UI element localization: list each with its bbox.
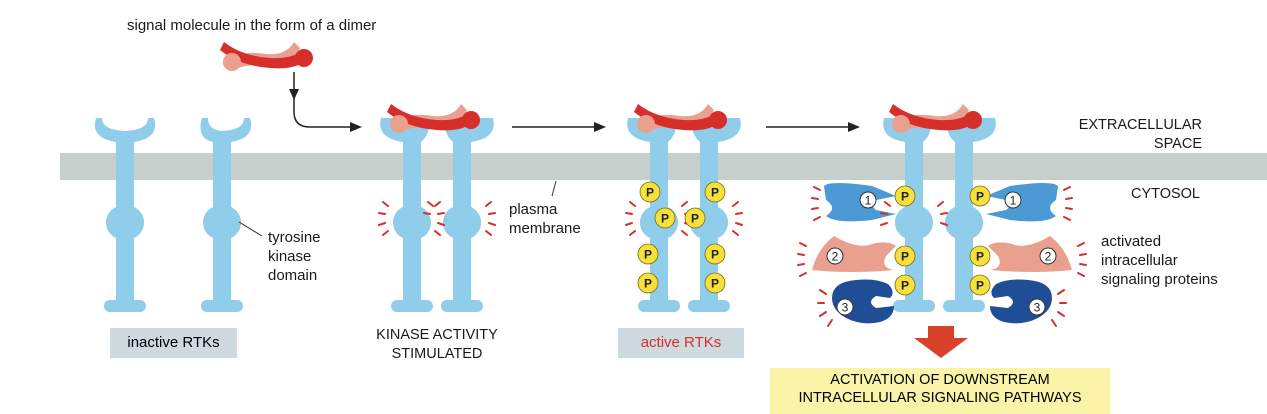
svg-text:P: P (711, 277, 719, 291)
protein-number-badge: 1 (859, 191, 877, 209)
svg-text:3: 3 (842, 301, 849, 315)
phosphate-badge: P (654, 207, 676, 229)
active-rtks-label: active RTKs (618, 328, 744, 358)
svg-text:P: P (644, 277, 652, 291)
svg-text:1: 1 (1010, 194, 1017, 208)
protein-1-right (986, 183, 1058, 222)
svg-text:P: P (661, 212, 669, 226)
activated-signaling-proteins-label: activated intracellular signaling protei… (1101, 233, 1218, 288)
bound-dimer-stage3 (634, 104, 727, 133)
phosphate-badge: P (704, 181, 726, 203)
phosphate-badge: P (637, 243, 659, 265)
protein-2-right (988, 236, 1072, 272)
plasma-membrane-pointer (551, 180, 557, 197)
svg-text:P: P (976, 190, 984, 204)
svg-text:3: 3 (1034, 301, 1041, 315)
activity-marks-stage3 (625, 201, 743, 236)
phosphate-badge: P (704, 243, 726, 265)
signal-dimer (220, 42, 313, 71)
svg-text:P: P (976, 250, 984, 264)
arrow-binding (293, 72, 352, 128)
signal-molecule-label: signal molecule in the form of a dimer (127, 17, 377, 34)
protein-number-badge: 2 (826, 247, 844, 265)
stimulated-receptor-left (380, 118, 433, 312)
active-receptor-left (627, 118, 680, 312)
stimulated-receptor-right (441, 118, 494, 312)
arrow-recruit-head (848, 122, 860, 132)
svg-text:P: P (901, 250, 909, 264)
protein-number-badge: 3 (836, 298, 854, 316)
protein-number-badge: 1 (1004, 191, 1022, 209)
phosphate-badge: P (894, 185, 916, 207)
kinase-domain-pointer (238, 221, 263, 237)
signaling-receptor-left (883, 118, 935, 312)
phosphate-badge: P (894, 245, 916, 267)
phosphate-badge: P (704, 272, 726, 294)
kinase-activity-stimulated-label: KINASE ACTIVITY STIMULATED (376, 327, 498, 362)
active-receptor-right (688, 118, 741, 312)
cytosol-label: CYTOSOL (1130, 186, 1200, 202)
protein-2-left (812, 236, 896, 272)
arrow-binding-head (350, 122, 362, 132)
activity-marks-stage4 (797, 186, 1087, 327)
phosphate-badge: P (684, 207, 706, 229)
plasma-membrane-label: plasma membrane (509, 201, 581, 237)
activation-downstream-box: ACTIVATION OF DOWNSTREAM INTRACELLULAR S… (770, 368, 1110, 414)
protein-number-badge: 3 (1028, 298, 1046, 316)
phosphate-badge: P (969, 245, 991, 267)
svg-text:P: P (901, 279, 909, 293)
protein-number-badges: 1 1 2 2 3 3 (826, 191, 1057, 316)
svg-text:P: P (711, 186, 719, 200)
phosphate-badge: P (969, 274, 991, 296)
arrow-stimulate-head (594, 122, 606, 132)
inactive-receptor-right (200, 118, 252, 312)
signaling-receptor-right (943, 118, 996, 312)
bound-dimer-stage4 (889, 104, 982, 133)
svg-text:P: P (644, 248, 652, 262)
svg-text:2: 2 (1045, 250, 1052, 264)
inactive-rtks-label: inactive RTKs (110, 328, 237, 358)
svg-text:P: P (711, 248, 719, 262)
inactive-receptor-left (94, 118, 156, 312)
svg-text:P: P (901, 190, 909, 204)
svg-text:P: P (976, 279, 984, 293)
svg-text:1: 1 (865, 194, 872, 208)
phosphate-badge: P (639, 181, 661, 203)
svg-text:P: P (691, 212, 699, 226)
protein-number-badge: 2 (1039, 247, 1057, 265)
phosphate-groups-stage4: P P P P P P (894, 185, 991, 296)
tyrosine-kinase-domain-label: tyrosine kinase domain (268, 229, 321, 284)
phosphate-badge: P (969, 185, 991, 207)
arrow-binding-head-down (289, 89, 299, 100)
svg-text:2: 2 (832, 250, 839, 264)
svg-text:P: P (646, 186, 654, 200)
bound-dimer-stage2 (387, 104, 480, 133)
phosphate-badge: P (637, 272, 659, 294)
downstream-arrow (914, 326, 968, 358)
phosphate-badge: P (894, 274, 916, 296)
extracellular-space-label: EXTRACELLULAR SPACE (1078, 117, 1202, 152)
activity-marks-stage2 (378, 201, 496, 236)
